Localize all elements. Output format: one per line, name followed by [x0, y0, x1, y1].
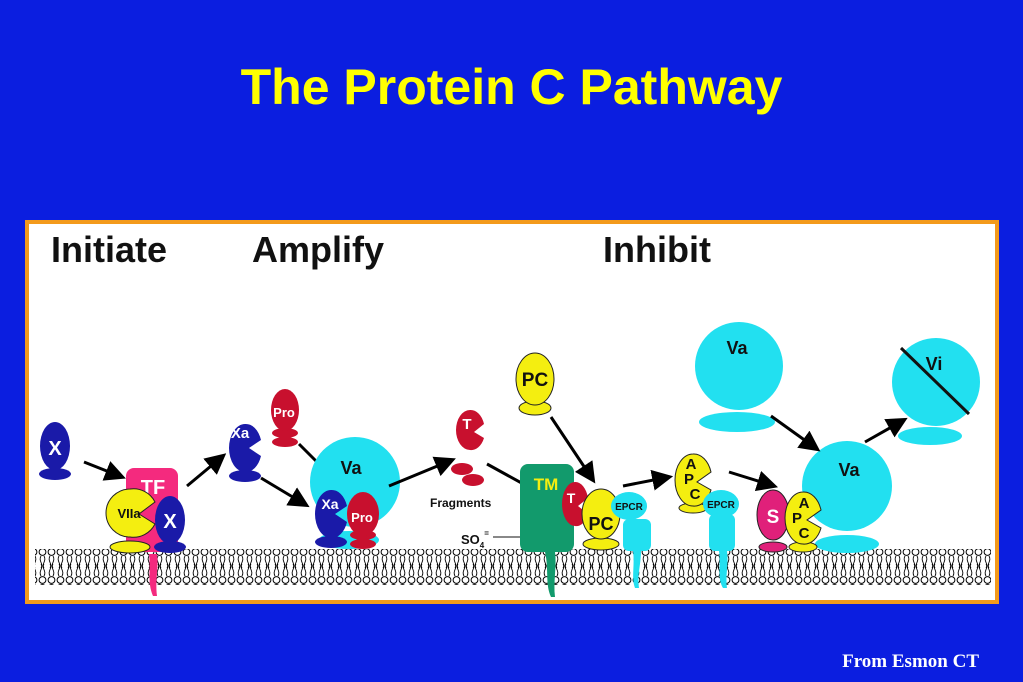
epcr-1-label: EPCR [615, 502, 644, 513]
arrow-pc-to-complex [549, 416, 596, 484]
diagram-panel: Initiate Amplify Inhibit X TF VIIa X Xa … [25, 220, 999, 604]
arrow-to-thrombin [388, 456, 456, 488]
va-inhibit-label: Va [838, 460, 860, 480]
prothrombin-bound: Pro [347, 492, 379, 549]
stage-inhibit: Inhibit [603, 229, 711, 270]
pc-label: PC [522, 370, 549, 391]
bound-pc-label: PC [588, 514, 613, 534]
epcr-1: EPCR [611, 492, 651, 588]
apc-epcr-free: A P C [674, 453, 712, 514]
prothrombin-fragments [451, 463, 484, 486]
factor-xa-bound: Xa [315, 489, 347, 548]
protein-c-pathway-diagram: Initiate Amplify Inhibit X TF VIIa X Xa … [35, 229, 991, 597]
protein-c-free: PC [515, 352, 555, 416]
bound-x-label: X [163, 511, 177, 533]
cell-membrane [35, 549, 991, 585]
fragments-label: Fragments [430, 496, 492, 510]
va-free-label: Va [726, 338, 748, 358]
apc-bound: A P C [784, 491, 822, 553]
xa-label: Xa [231, 425, 250, 442]
page-title: The Protein C Pathway [240, 59, 783, 115]
thrombin-label: T [462, 416, 471, 433]
thrombin-bound-tm: T [562, 481, 588, 527]
bound-thrombin-label: T [567, 490, 576, 506]
apc-free-p: P [684, 471, 694, 488]
apc-bound-a: A [799, 495, 810, 512]
epcr-2: EPCR [703, 490, 739, 588]
prothrombin-free: Pro [271, 389, 299, 447]
epcr-2-label: EPCR [707, 500, 736, 511]
arrow-va-to-membrane [770, 414, 821, 452]
factor-x-free: X [39, 422, 71, 480]
factor-va-free: Va [695, 322, 783, 432]
va-amplify-label: Va [340, 458, 362, 478]
apc-bound-c: C [799, 525, 810, 542]
vi-label: Vi [926, 354, 943, 374]
thrombomodulin: TM [520, 464, 574, 597]
factor-x-label: X [48, 438, 62, 460]
protein-s: S [756, 489, 790, 553]
arrow-apc-to-va [728, 470, 779, 492]
arrow-va-to-vi [864, 417, 908, 444]
stage-initiate: Initiate [51, 229, 167, 270]
viia-label: VIIa [117, 506, 141, 521]
arrow-x-to-tf [83, 460, 126, 481]
thrombin-free: T [456, 409, 484, 451]
tm-label: TM [534, 475, 559, 494]
inactivation-slash [899, 346, 971, 416]
stage-amplify: Amplify [252, 229, 384, 270]
bound-pro-label: Pro [351, 510, 373, 525]
arrow-xa-to-prothrombinase [260, 476, 310, 508]
factor-viia: VIIa [105, 488, 156, 554]
pro-label: Pro [273, 405, 295, 420]
factor-va-inhibit: Va [802, 441, 892, 553]
factor-x-bound: X [154, 496, 186, 553]
apc-bound-p: P [792, 510, 802, 527]
apc-free-c: C [690, 486, 701, 503]
arrow-tf-to-xa [186, 453, 227, 488]
bound-xa-label: Xa [321, 496, 338, 512]
factor-vi: Vi [892, 338, 980, 445]
source-credit: From Esmon CT [842, 651, 979, 672]
apc-free-a: A [686, 456, 697, 473]
factor-xa-free: Xa [229, 423, 261, 482]
sulfate-label: SO4= [461, 529, 489, 550]
arrow-to-apc [622, 469, 674, 491]
s-label: S [767, 507, 780, 528]
